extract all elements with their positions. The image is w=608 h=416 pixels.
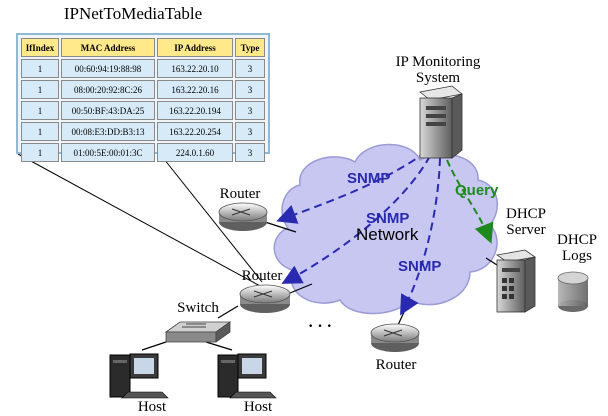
network-label: Network <box>356 225 419 244</box>
table-row: 1 00:08:E3:DD:B3:13 163.22.20.254 3 <box>21 122 265 141</box>
table-row: 1 00:60:94:19:88:98 163.22.20.10 3 <box>21 59 265 78</box>
host-right-label: Host <box>243 399 273 415</box>
table-cell: 163.22.20.194 <box>157 101 233 120</box>
ipnettomedia-table: IfIndex MAC Address IP Address Type 1 00… <box>16 33 270 162</box>
router-top-label: Router <box>219 186 261 202</box>
table-header-row: IfIndex MAC Address IP Address Type <box>21 38 265 57</box>
router-bottom-icon <box>370 323 420 352</box>
table-cell: 1 <box>21 143 59 162</box>
switch-icon <box>164 321 232 343</box>
table-cell: 00:60:94:19:88:98 <box>61 59 155 78</box>
query-arrow <box>446 159 494 244</box>
table-cell: 3 <box>235 122 265 141</box>
router-bottom-label: Router <box>375 357 417 373</box>
table-cell: 1 <box>21 59 59 78</box>
dhcp-logs-disk-icon <box>557 271 589 312</box>
callout-lines <box>17 153 263 288</box>
table-cell: 1 <box>21 80 59 99</box>
monitoring-system-label: IP Monitoring System <box>378 54 498 86</box>
dhcp-logs-label: DHCP Logs <box>548 232 606 264</box>
table-cell: 00:08:E3:DD:B3:13 <box>61 122 155 141</box>
snmp-label-1: SNMP <box>347 170 391 187</box>
table-row: 1 01:00:5E:00:01:3C 224.0.1.60 3 <box>21 143 265 162</box>
host-left-label: Host <box>137 399 167 415</box>
ellipsis-label: · · · <box>308 318 333 335</box>
router-mid-label: Router <box>241 268 283 284</box>
table-row: 1 00:50:BF:43:DA:25 163.22.20.194 3 <box>21 101 265 120</box>
dhcp-server-label: DHCP Server <box>496 206 556 238</box>
table-cell: 163.22.20.254 <box>157 122 233 141</box>
dhcp-server-icon <box>495 249 537 313</box>
table-title: IPNetToMediaTable <box>63 4 203 23</box>
links <box>141 221 498 351</box>
switch-label: Switch <box>177 300 219 316</box>
column-header: Type <box>235 38 265 57</box>
table-cell: 224.0.1.60 <box>157 143 233 162</box>
table-cell: 163.22.20.16 <box>157 80 233 99</box>
table-cell: 3 <box>235 59 265 78</box>
dhcp-logs-label-line2: Logs <box>562 248 592 264</box>
snmp-arrows <box>276 151 441 316</box>
dhcp-server-label-line1: DHCP <box>505 206 546 222</box>
table-cell: 08:00:20:92:8C:26 <box>61 80 155 99</box>
snmp-label-2: SNMP <box>366 210 410 227</box>
host-right-icon <box>217 353 277 399</box>
table-cell: 3 <box>235 101 265 120</box>
monitoring-server-icon <box>419 85 463 159</box>
column-header: IfIndex <box>21 38 59 57</box>
table-cell: 163.22.20.10 <box>157 59 233 78</box>
table-cell: 00:50:BF:43:DA:25 <box>61 101 155 120</box>
query-label: Query <box>455 182 499 199</box>
snmp-label-3: SNMP <box>398 258 442 275</box>
table-cell: 3 <box>235 80 265 99</box>
table-cell: 1 <box>21 101 59 120</box>
table-row: 1 08:00:20:92:8C:26 163.22.20.16 3 <box>21 80 265 99</box>
monitoring-label-line1: IP Monitoring <box>395 54 481 70</box>
monitoring-label-line2: System <box>415 70 461 86</box>
table-cell: 3 <box>235 143 265 162</box>
column-header: MAC Address <box>61 38 155 57</box>
host-left-icon <box>109 353 169 399</box>
table-cell: 1 <box>21 122 59 141</box>
router-mid-icon <box>239 284 291 313</box>
table-cell: 01:00:5E:00:01:3C <box>61 143 155 162</box>
router-top-icon <box>218 202 268 231</box>
dhcp-server-label-line2: Server <box>506 222 546 238</box>
dhcp-logs-label-line1: DHCP <box>556 232 597 248</box>
column-header: IP Address <box>157 38 233 57</box>
